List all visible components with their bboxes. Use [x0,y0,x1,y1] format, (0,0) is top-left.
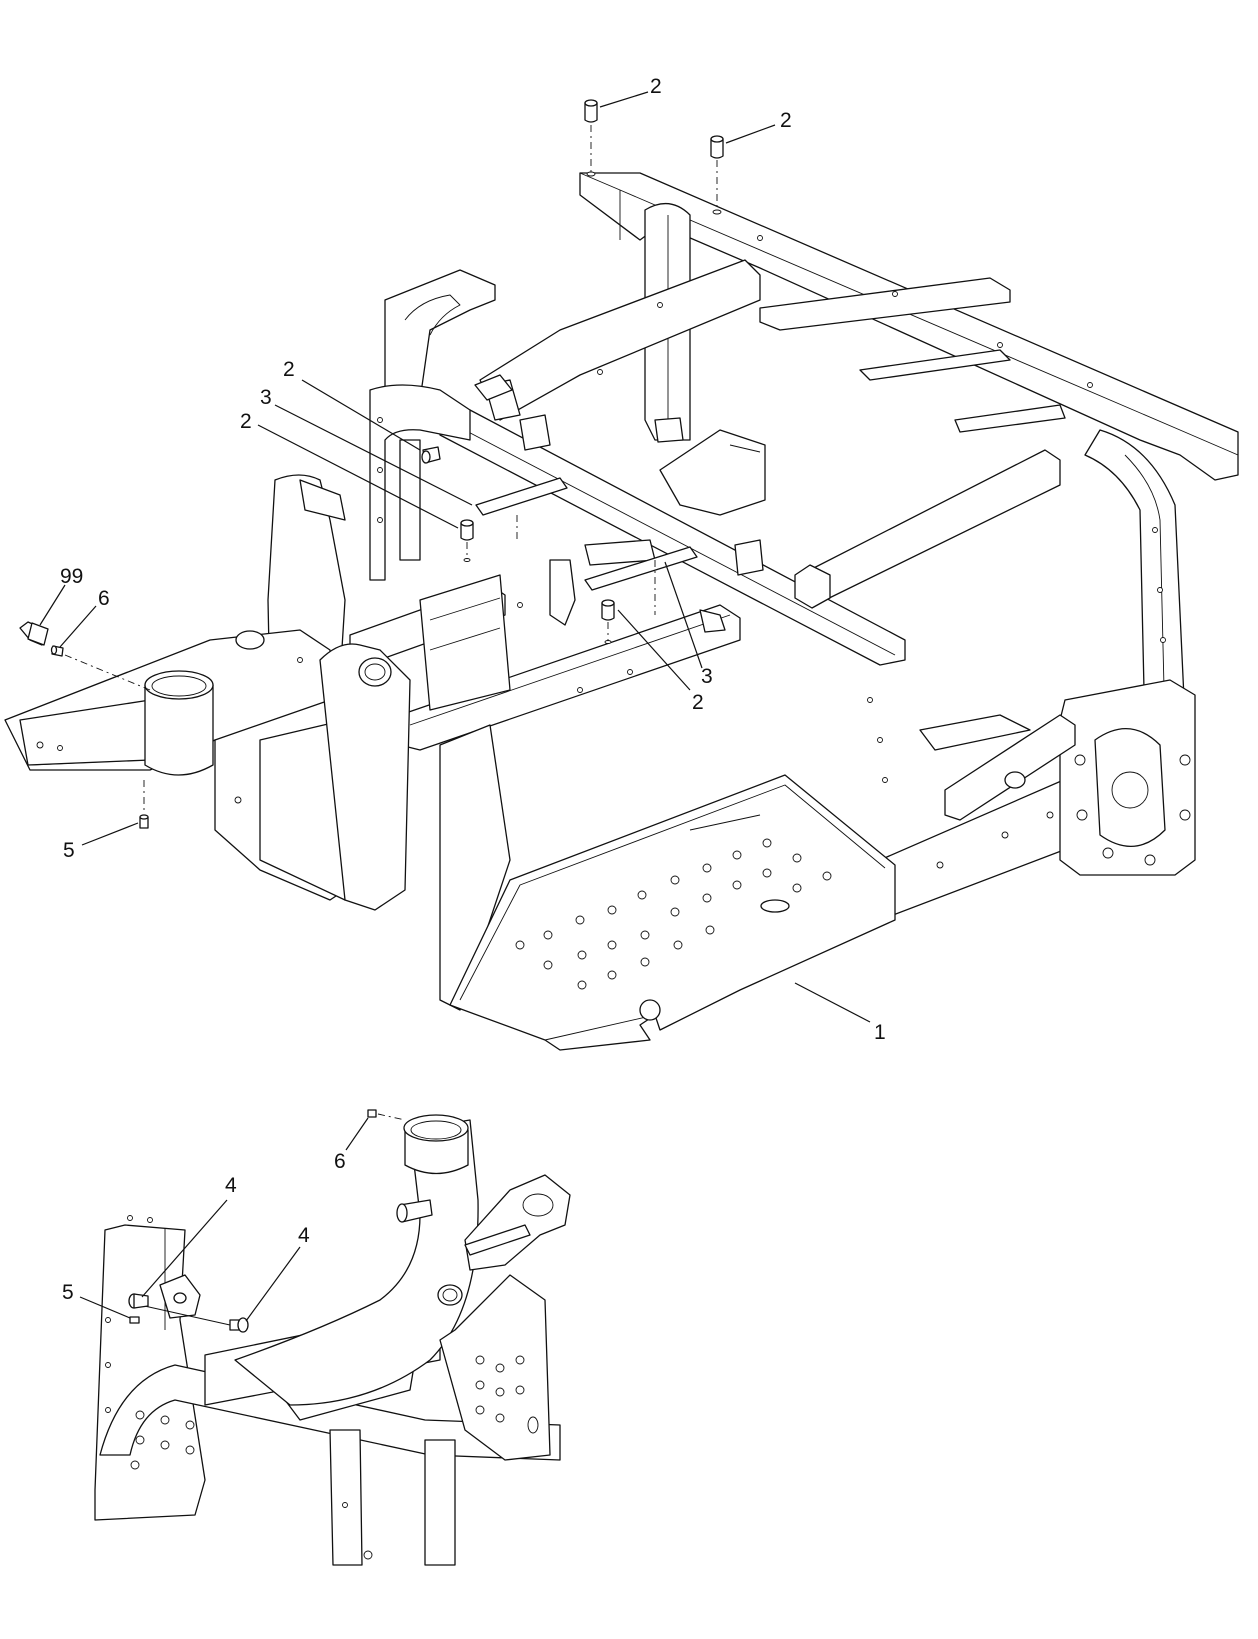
callout-6-inset: 6 [334,1150,346,1173]
callout-3-b: 3 [701,665,713,688]
bushing-2-mid-a [421,446,441,464]
grease-fitting-6-main [50,645,64,657]
bushing-2-mid-b [460,519,474,541]
inset-left-holes [130,1410,195,1470]
wear-strip-3-a [475,477,568,516]
callouts: 2 2 2 3 2 3 2 99 6 5 1 6 4 [39,75,886,1322]
wear-strip-3-b [584,546,698,591]
bushing-2-mid-c [601,599,615,621]
callout-2-mid-b: 2 [240,410,252,433]
main-frame-assembly [4,172,1239,1051]
inset-pivot-assembly [94,1109,571,1566]
bushing-2-top-a [584,99,598,123]
inset-grease-fitting-6 [367,1109,377,1118]
inset-bushing-4-b [229,1317,249,1333]
callout-3-a: 3 [260,386,272,409]
callout-4-inset-a: 4 [225,1174,237,1197]
grease-cap-99 [19,621,49,646]
callout-99: 99 [60,565,83,588]
callout-2-top-b: 2 [780,109,792,132]
bushing-2-top-b [710,135,724,159]
callout-2-mid-a: 2 [283,358,295,381]
callout-2-top-a: 2 [650,75,662,98]
inset-bushing-4-a [128,1293,149,1309]
callout-6-main: 6 [98,587,110,610]
step-holes [515,838,832,990]
callout-1: 1 [874,1021,886,1044]
callout-5-main: 5 [63,839,75,862]
grease-fitting-5-main [139,814,149,829]
callout-2-mid-c: 2 [692,691,704,714]
inset-right-holes [475,1355,539,1434]
callout-5-inset: 5 [62,1281,74,1304]
callout-4-inset-b: 4 [298,1224,310,1247]
inset-grease-fitting-5 [129,1316,140,1324]
